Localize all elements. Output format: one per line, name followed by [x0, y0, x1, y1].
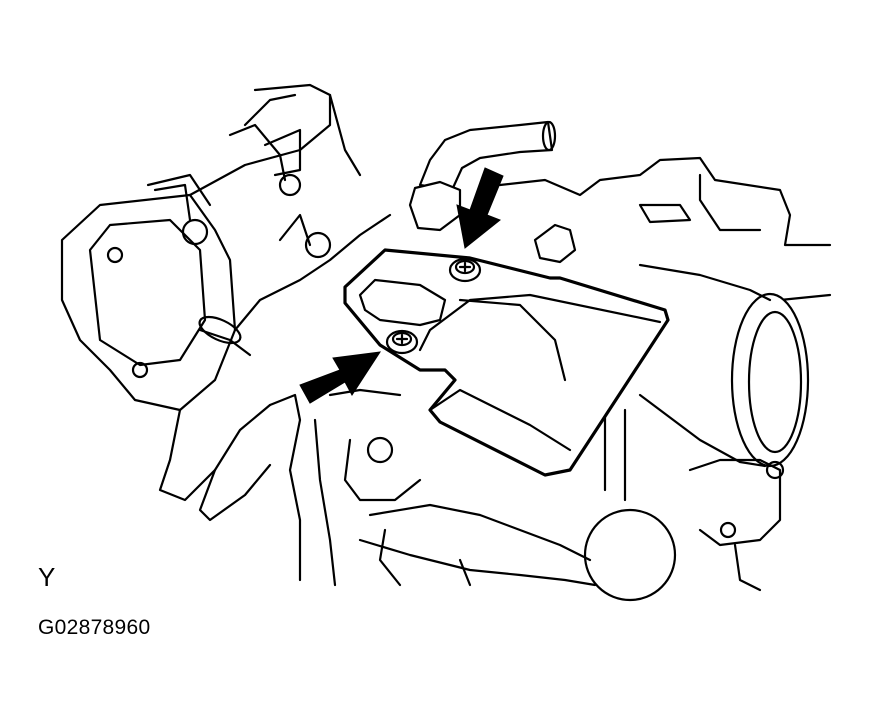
bolt-upper	[448, 257, 482, 283]
view-label: Y	[38, 562, 56, 592]
engine-background	[60, 83, 832, 602]
upper-arrow	[456, 167, 504, 249]
arrow-icon	[299, 351, 382, 404]
figure-id: G02878960	[38, 616, 151, 639]
bolt-lower	[385, 329, 419, 355]
lower-arrow	[299, 351, 382, 404]
bracket-plate	[343, 248, 670, 477]
arrow-icon	[456, 167, 504, 249]
